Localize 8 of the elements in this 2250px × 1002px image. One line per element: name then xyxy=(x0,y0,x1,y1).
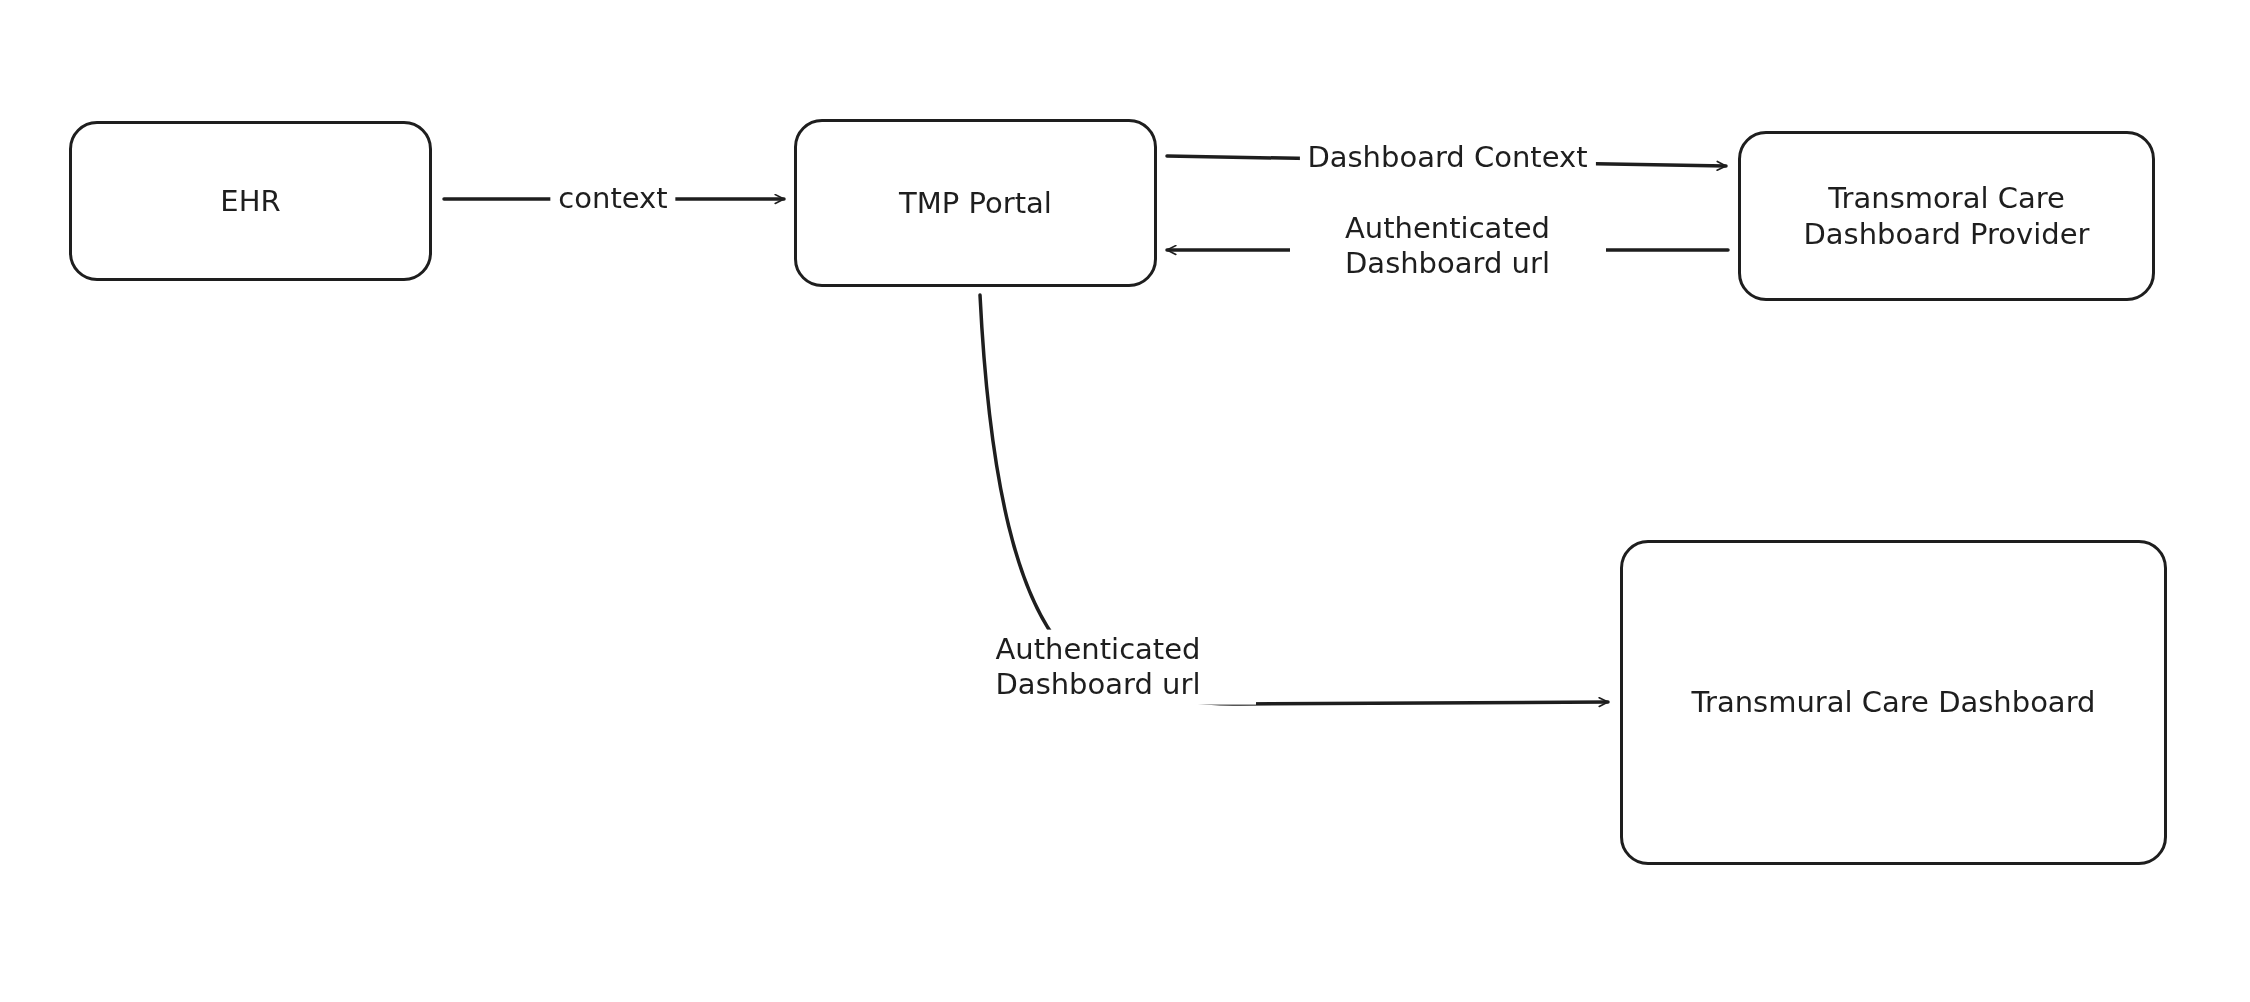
node-label: Transmoral Care Dashboard Provider xyxy=(1802,179,2091,253)
process-box xyxy=(69,121,432,281)
node-label: TMP Portal xyxy=(899,184,1052,222)
node-label: EHR xyxy=(220,182,281,220)
node-label: Transmural Care Dashboard xyxy=(1691,684,2096,721)
process-box xyxy=(794,119,1157,287)
process-box xyxy=(1738,131,2155,301)
process-box xyxy=(1620,540,2167,865)
